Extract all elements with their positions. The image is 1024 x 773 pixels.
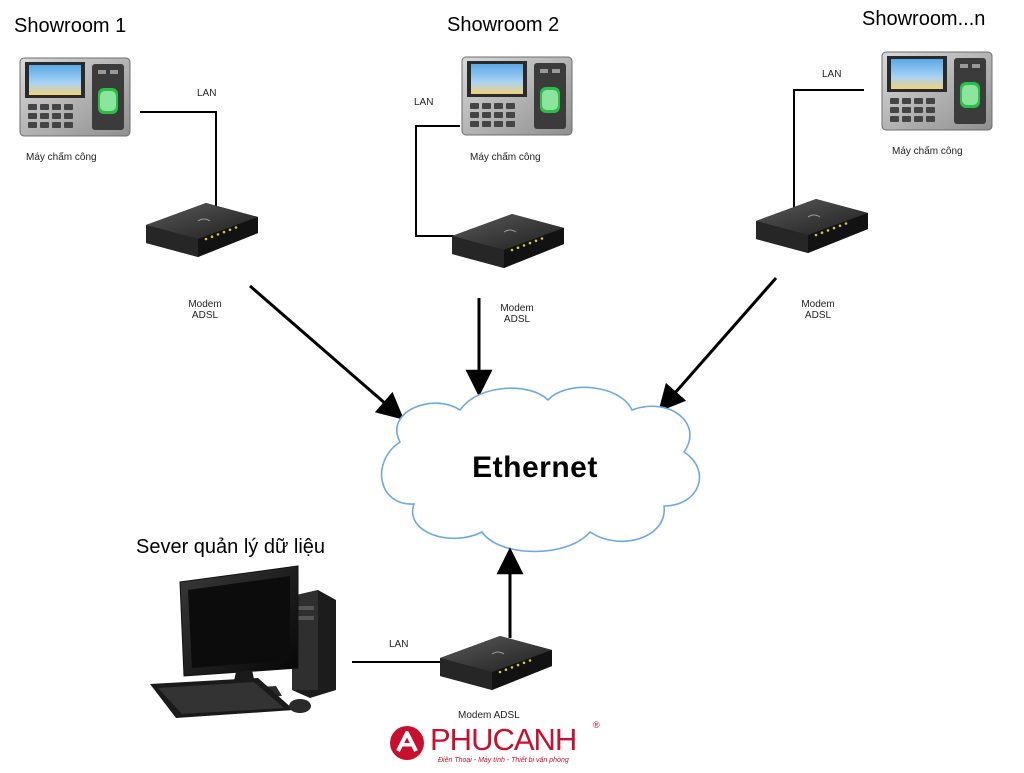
showroom-2-modem-label: Modem ADSL: [500, 303, 534, 325]
showroom-2-device-label: Máy chấm công: [470, 152, 541, 163]
showroom-n-lan-label: LAN: [822, 69, 842, 80]
ethernet-label: Ethernet: [472, 451, 598, 484]
showroom-2-title: Showroom 2: [447, 14, 560, 36]
lan-cable-2: [415, 125, 460, 237]
showroom-n-modem-label: Modem ADSL: [801, 299, 835, 321]
brand-name: PHUCANH: [430, 722, 577, 757]
lan-cable-1: [140, 111, 217, 218]
showroom-1-lan-label: LAN: [197, 88, 217, 99]
modem-2: [451, 213, 565, 269]
showroom-n-device-label: Máy chấm công: [892, 146, 963, 157]
attendance-device-2: [461, 56, 573, 136]
showroom-1-modem-label: Modem ADSL: [188, 299, 222, 321]
arrow-modem-1-to-cloud: [249, 284, 405, 420]
showroom-n-title: Showroom...n: [862, 8, 986, 30]
phucanh-logo-mark-icon: [390, 726, 424, 760]
showroom-1-title: Showroom 1: [14, 15, 127, 37]
server-modem-label: Modem ADSL: [458, 710, 520, 721]
brand-tagline: Điện Thoại - Máy tính - Thiết bị văn phò…: [438, 757, 569, 764]
attendance-device-n: [881, 51, 993, 131]
arrow-modem-n-to-cloud: [658, 277, 778, 413]
server-lan-label: LAN: [389, 639, 409, 650]
ethernet-cloud: [380, 386, 701, 553]
lan-cable-n: [793, 89, 864, 216]
server-title: Sever quản lý dữ liệu: [136, 536, 326, 558]
brand-registered-mark: ®: [593, 720, 600, 730]
modem-1: [145, 202, 259, 258]
showroom-2-lan-label: LAN: [414, 97, 434, 108]
modem-server: [439, 635, 553, 691]
modem-n: [755, 198, 869, 254]
server-computer: [150, 565, 336, 718]
attendance-device-1: [19, 57, 131, 137]
showroom-1-device-label: Máy chấm công: [26, 152, 97, 163]
phucanh-logo: PHUCANH ® Điện Thoại - Máy tính - Thiết …: [388, 716, 618, 768]
